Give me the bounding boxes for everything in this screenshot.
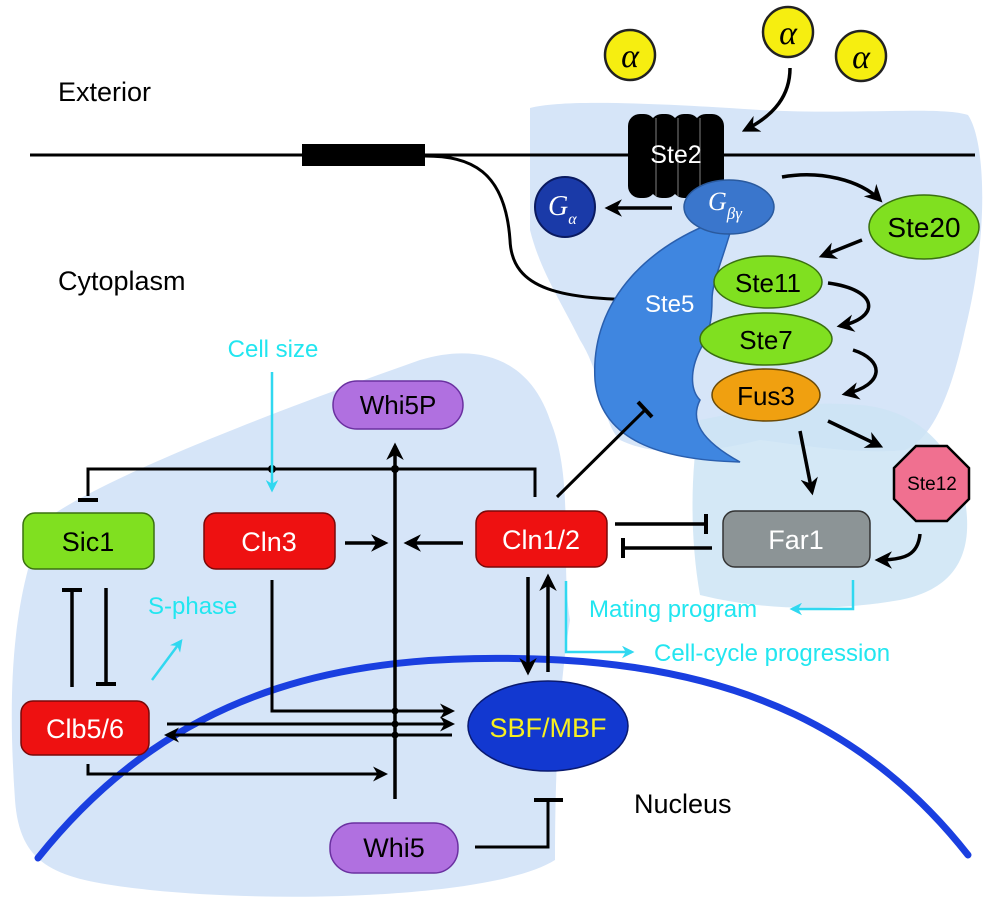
ste5-label: Ste5 xyxy=(645,291,694,318)
svg-text:Gα: Gα xyxy=(548,191,577,228)
ste20-node: Ste20 xyxy=(868,194,980,260)
svg-text:Ste7: Ste7 xyxy=(739,325,793,355)
ste5-tether xyxy=(424,154,656,302)
junction xyxy=(391,720,399,728)
ligand-binding-arrow xyxy=(741,67,792,132)
cell-cycle-progression-arrow xyxy=(564,581,635,659)
cell-size-label: Cell size xyxy=(228,336,319,363)
gbg-to-ste20-arrow xyxy=(781,173,883,203)
s-phase-arrow xyxy=(150,638,183,681)
cln12-inhibits-ste5 xyxy=(555,408,647,499)
fus3-node: Fus3 xyxy=(711,368,821,422)
svg-text:Ste2: Ste2 xyxy=(650,141,701,169)
ste2-receptor: Ste2 xyxy=(628,114,724,198)
ste20-to-ste11-arrow xyxy=(818,238,863,259)
ste5-scaffold xyxy=(594,213,741,463)
cell-cycle-progression-label: Cell-cycle progression xyxy=(654,640,890,667)
g-betagamma: Gβγ xyxy=(683,179,775,235)
svg-text:α: α xyxy=(852,39,871,76)
ste11-node: Ste11 xyxy=(713,255,823,309)
ste12-to-far1-arrow xyxy=(874,533,922,569)
svg-text:Whi5: Whi5 xyxy=(363,833,425,863)
ste11-to-ste7-arrow xyxy=(827,281,871,332)
svg-text:SBF/MBF: SBF/MBF xyxy=(489,713,606,743)
g-alpha: Gα xyxy=(534,176,596,238)
fus3-to-far1-arrow xyxy=(798,430,818,496)
svg-text:Whi5P: Whi5P xyxy=(360,390,437,420)
ste12-node: Ste12 xyxy=(892,444,971,523)
svg-text:Fus3: Fus3 xyxy=(737,381,795,411)
junction xyxy=(391,465,399,473)
junction xyxy=(391,707,399,715)
fus3-to-ste12-arrow xyxy=(827,419,884,448)
svg-text:Ste11: Ste11 xyxy=(735,268,801,298)
far1-node: Far1 xyxy=(722,510,871,568)
sbf-mbf-node: SBF/MBF xyxy=(467,680,629,772)
whi5-inhibits-sbf xyxy=(475,800,550,849)
mating-program-arrow xyxy=(789,580,855,616)
svg-text:Ste12: Ste12 xyxy=(907,474,957,495)
clb56-node: Clb5/6 xyxy=(20,700,150,756)
membrane-anchor xyxy=(302,144,425,166)
ste7-to-fus3-arrow xyxy=(841,348,878,400)
cln12-inhibits-sic1 xyxy=(86,467,537,497)
cln3-node: Cln3 xyxy=(203,512,336,570)
sic1-node: Sic1 xyxy=(22,512,155,570)
svg-text:Sic1: Sic1 xyxy=(62,527,115,557)
alpha-factor-ligand: α xyxy=(834,29,888,83)
svg-text:Ste20: Ste20 xyxy=(887,212,960,243)
svg-text:Cln3: Cln3 xyxy=(241,527,297,557)
svg-text:Cln1/2: Cln1/2 xyxy=(502,525,580,555)
clb56-to-whi5-arrow xyxy=(86,764,388,782)
junction xyxy=(391,731,399,739)
alpha-factor-ligand: α xyxy=(761,5,815,59)
s-phase-label: S-phase xyxy=(148,593,237,620)
nucleus-label: Nucleus xyxy=(634,789,732,819)
cytoplasm-label: Cytoplasm xyxy=(58,266,186,296)
svg-text:α: α xyxy=(621,38,640,75)
svg-text:α: α xyxy=(779,15,798,52)
exterior-label: Exterior xyxy=(58,77,151,107)
alpha-factor-ligand: α xyxy=(603,28,657,82)
mating-program-label: Mating program xyxy=(589,596,757,623)
ste7-node: Ste7 xyxy=(699,312,833,366)
nucleus-region xyxy=(11,353,570,897)
cln12-node: Cln1/2 xyxy=(475,510,608,568)
svg-text:Clb5/6: Clb5/6 xyxy=(46,714,124,744)
tbar xyxy=(636,400,654,419)
whi5-node: Whi5 xyxy=(329,822,459,874)
svg-text:Far1: Far1 xyxy=(768,525,824,555)
whi5p-node: Whi5P xyxy=(332,380,464,430)
svg-text:Gβγ: Gβγ xyxy=(708,187,743,223)
